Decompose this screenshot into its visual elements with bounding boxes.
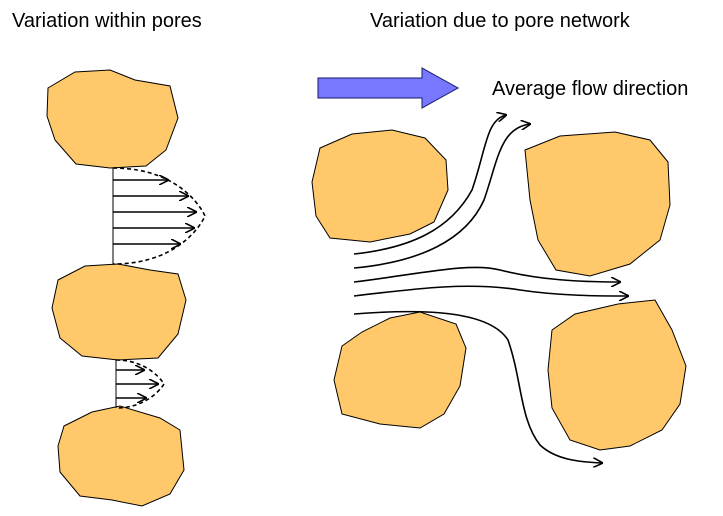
flow-direction-arrow	[317, 67, 460, 109]
sand-grain-lower-left	[333, 311, 467, 429]
title-variation-due-to-pore-network: Variation due to pore network	[370, 10, 630, 32]
left-panel	[46, 69, 206, 507]
sand-grain-upper-left	[311, 129, 449, 243]
sand-grain-lower-right	[547, 299, 687, 451]
sand-grain-middle	[51, 263, 187, 361]
streamline	[353, 310, 602, 463]
title-variation-within-pores: Variation within pores	[12, 10, 202, 32]
streamline	[353, 124, 530, 269]
streamline	[353, 285, 628, 296]
sand-grain-bottom	[57, 405, 185, 507]
average-flow-direction-label: Average flow direction	[492, 78, 689, 100]
right-panel	[311, 67, 687, 463]
streamline	[353, 115, 506, 255]
sand-grain-upper-right	[524, 131, 671, 277]
streamline	[353, 266, 620, 282]
sand-grain-top	[46, 69, 179, 169]
velocity-profile-curve-upper	[112, 167, 206, 265]
